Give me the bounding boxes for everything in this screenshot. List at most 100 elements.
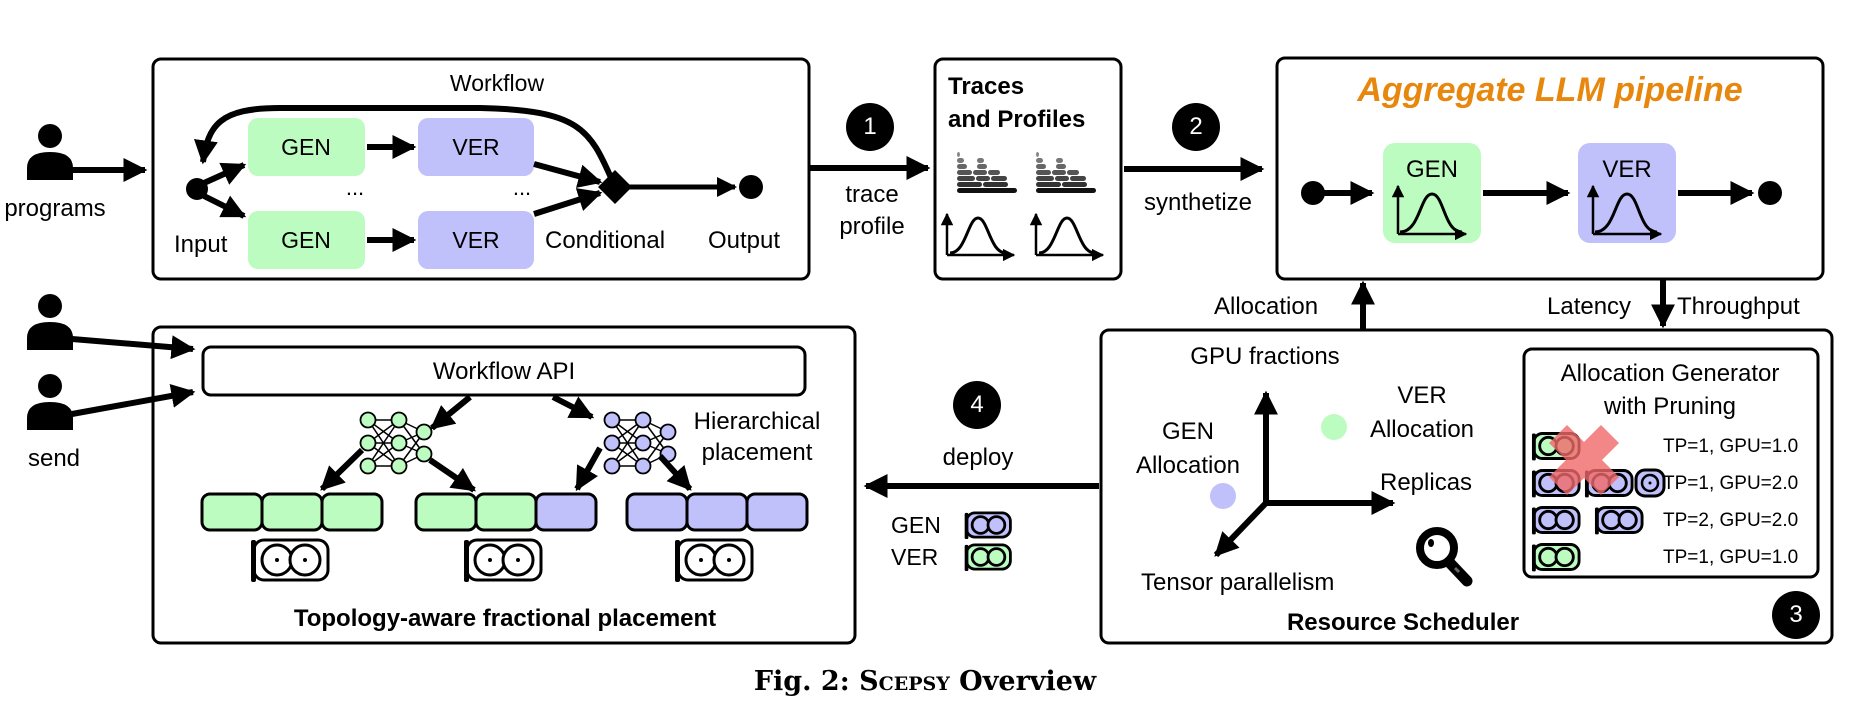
allocation-label: Allocation [1214,293,1319,320]
memory-slot-gen [320,492,384,532]
aggregate-pipeline-title: Aggregate LLM pipeline [1357,71,1743,109]
network-node [359,411,377,429]
caption-system-name: Scepsy [859,666,950,697]
replicas-axis-label: Replicas [1380,469,1473,496]
trace-bar [1036,152,1039,157]
trace-bar [976,176,990,181]
trace-bar [1052,170,1066,175]
trace-bar [983,182,1008,187]
trace-histogram-icon [957,152,1017,193]
trace-bar [957,188,1017,193]
network-node [359,457,377,475]
feedback-loop-arrow [194,105,615,182]
memory-slot-gen [200,492,264,532]
step-4-label: deploy [942,444,1014,471]
network-node [603,457,621,475]
resource-scheduler-panel [1099,328,1834,645]
send-label: send [27,445,81,472]
trace-bar [1070,176,1086,181]
profile-curve-icon [1029,212,1105,262]
allocation-config-row-3: TP=2, GPU=2.0 [1663,510,1799,531]
figure-caption: Fig. 2: Scepsy Overview [754,668,1096,695]
profile-curve-icon [940,212,1016,262]
deploy-ver-label: VER [891,544,939,570]
deploy-gen-label: GEN [891,512,941,538]
trace-bar [1036,176,1054,181]
trace-bar [957,182,982,187]
traces-title-line-1: Traces [948,73,1025,100]
workflow-ver-node-1 [418,118,534,176]
trace-bar [957,152,960,157]
trace-bar [1056,158,1063,163]
workflow-api-bar [201,345,807,397]
workflow-ver-node-2 [418,211,534,269]
prune-x-icon [1549,425,1619,495]
user-icon [27,124,73,180]
workflow-ver-label-1: VER [452,134,500,160]
pipeline-output-node [1758,181,1782,205]
tensor-parallelism-axis [1213,500,1269,558]
gen-allocation-label-line-2: Allocation [1135,452,1241,479]
trace-bar [973,170,987,175]
gpu-icon [674,538,754,582]
trace-bar [1055,176,1069,181]
caption-prefix: Fig. 2: [753,666,860,697]
network-node [634,457,652,475]
ver-allocation-label-line-1: VER [1397,382,1447,409]
programs-label: programs [4,195,106,222]
trace-bar [1036,182,1061,187]
memory-slot-gen [260,492,324,532]
gen-allocation-point [1210,483,1236,509]
user-icon [27,374,73,430]
step-1-badge: 1 [846,103,894,151]
partial-gpu-ver [1015,511,1041,539]
memory-slot-gen [474,492,538,532]
ellipsis: ... [345,175,365,200]
hierarchical-label-line-2: placement [701,439,813,466]
trace-bar [991,176,1007,181]
step-2-badge: 2 [1172,103,1220,151]
input-label: Input [174,231,228,258]
output-label: Output [708,227,781,254]
network-node [415,423,433,441]
workflow-api-label: Workflow API [432,358,576,385]
output-node [739,175,763,199]
placement-panel [27,294,857,645]
network-node [390,457,408,475]
trace-bar [957,158,964,163]
hierarchical-label-line-1: Hierarchical [693,408,821,435]
gpu-fractions-axis-label: GPU fractions [1190,343,1340,370]
trace-bar [1036,158,1043,163]
gpu-icon [250,538,330,582]
gen-allocation-label-line-1: GEN [1161,418,1215,445]
workflow-gen-node-2 [248,211,365,269]
pipeline-ver-label: VER [1602,156,1652,183]
traces-title-line-2: and Profiles [948,106,1086,133]
conditional-node [598,170,632,204]
trace-histogram-icon [1036,152,1096,193]
ellipsis: ... [512,175,532,200]
network-node [359,434,377,452]
trace-bar [988,170,1000,175]
aggregate-pipeline-panel [1275,56,1825,281]
ver-model-network-icon [603,411,677,475]
gpu-ver-icon [1594,506,1644,535]
trace-bar [1056,164,1066,169]
pipeline-input-node [1301,181,1325,205]
memory-slot-gen [414,492,478,532]
network-node [603,411,621,429]
gpu-gen-icon [1531,543,1581,572]
allocation-config-row-4: TP=1, GPU=1.0 [1663,547,1799,568]
gen-model-network-icon [359,411,433,475]
network-node [390,411,408,429]
workflow-title: Workflow [449,70,545,96]
gpu-ver-icon [1531,506,1581,535]
workflow-gen-label-1: GEN [281,134,331,160]
network-node [634,434,652,452]
step-3-badge: 3 [1772,591,1820,639]
gpu-icon [463,538,543,582]
pipeline-gen-label: GEN [1405,156,1459,183]
memory-slot-ver [685,492,749,532]
gen-distribution-icon [1391,184,1468,241]
allocation-generator-title-line-1: Allocation Generator [1560,360,1780,387]
